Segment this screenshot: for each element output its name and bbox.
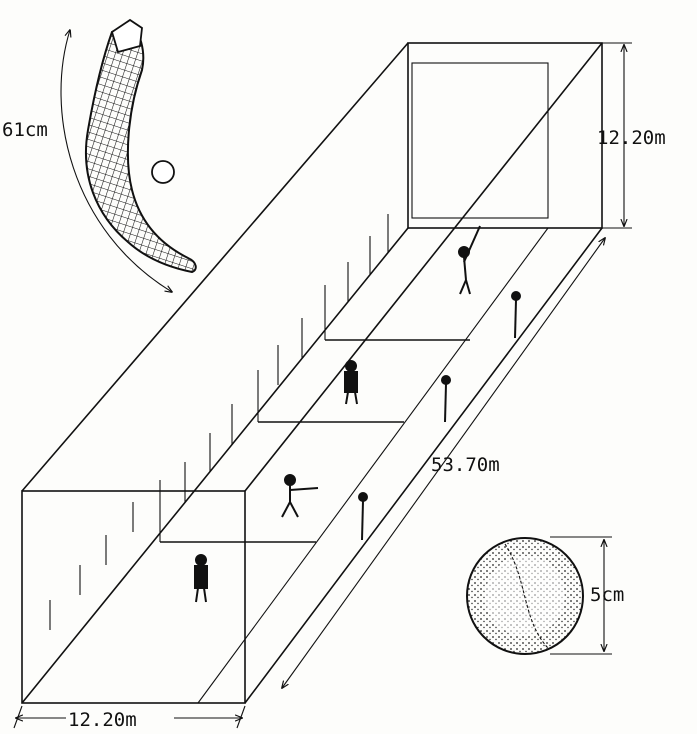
player-swinging <box>281 474 319 518</box>
player-front-right <box>358 492 368 541</box>
floor-left-edge <box>21 227 409 704</box>
court-length-label: 53.70m <box>431 454 500 476</box>
players <box>194 225 521 603</box>
player-mid-right <box>441 375 451 423</box>
ball-diameter-label: 5cm <box>590 584 624 606</box>
court-width-label: 12.20m <box>68 709 137 731</box>
cesta-illustration <box>60 18 197 292</box>
court-height-label: 12.20m <box>597 127 666 149</box>
player-far <box>458 225 481 295</box>
player-back-right <box>511 291 521 339</box>
top-left-edge <box>21 42 409 492</box>
front-wall <box>21 490 246 704</box>
cesta-length-arrow <box>60 30 172 292</box>
cesta-length-label: 61cm <box>2 119 48 141</box>
back-wall <box>407 42 603 229</box>
player-front <box>194 554 208 603</box>
cesta-basket <box>84 22 197 274</box>
back-wall-frame <box>411 62 549 219</box>
length-dimension-arrow <box>282 238 605 688</box>
loose-ball <box>151 160 175 184</box>
cesta-glove <box>110 18 143 54</box>
player-mid <box>344 360 358 405</box>
top-right-edge <box>244 42 603 492</box>
